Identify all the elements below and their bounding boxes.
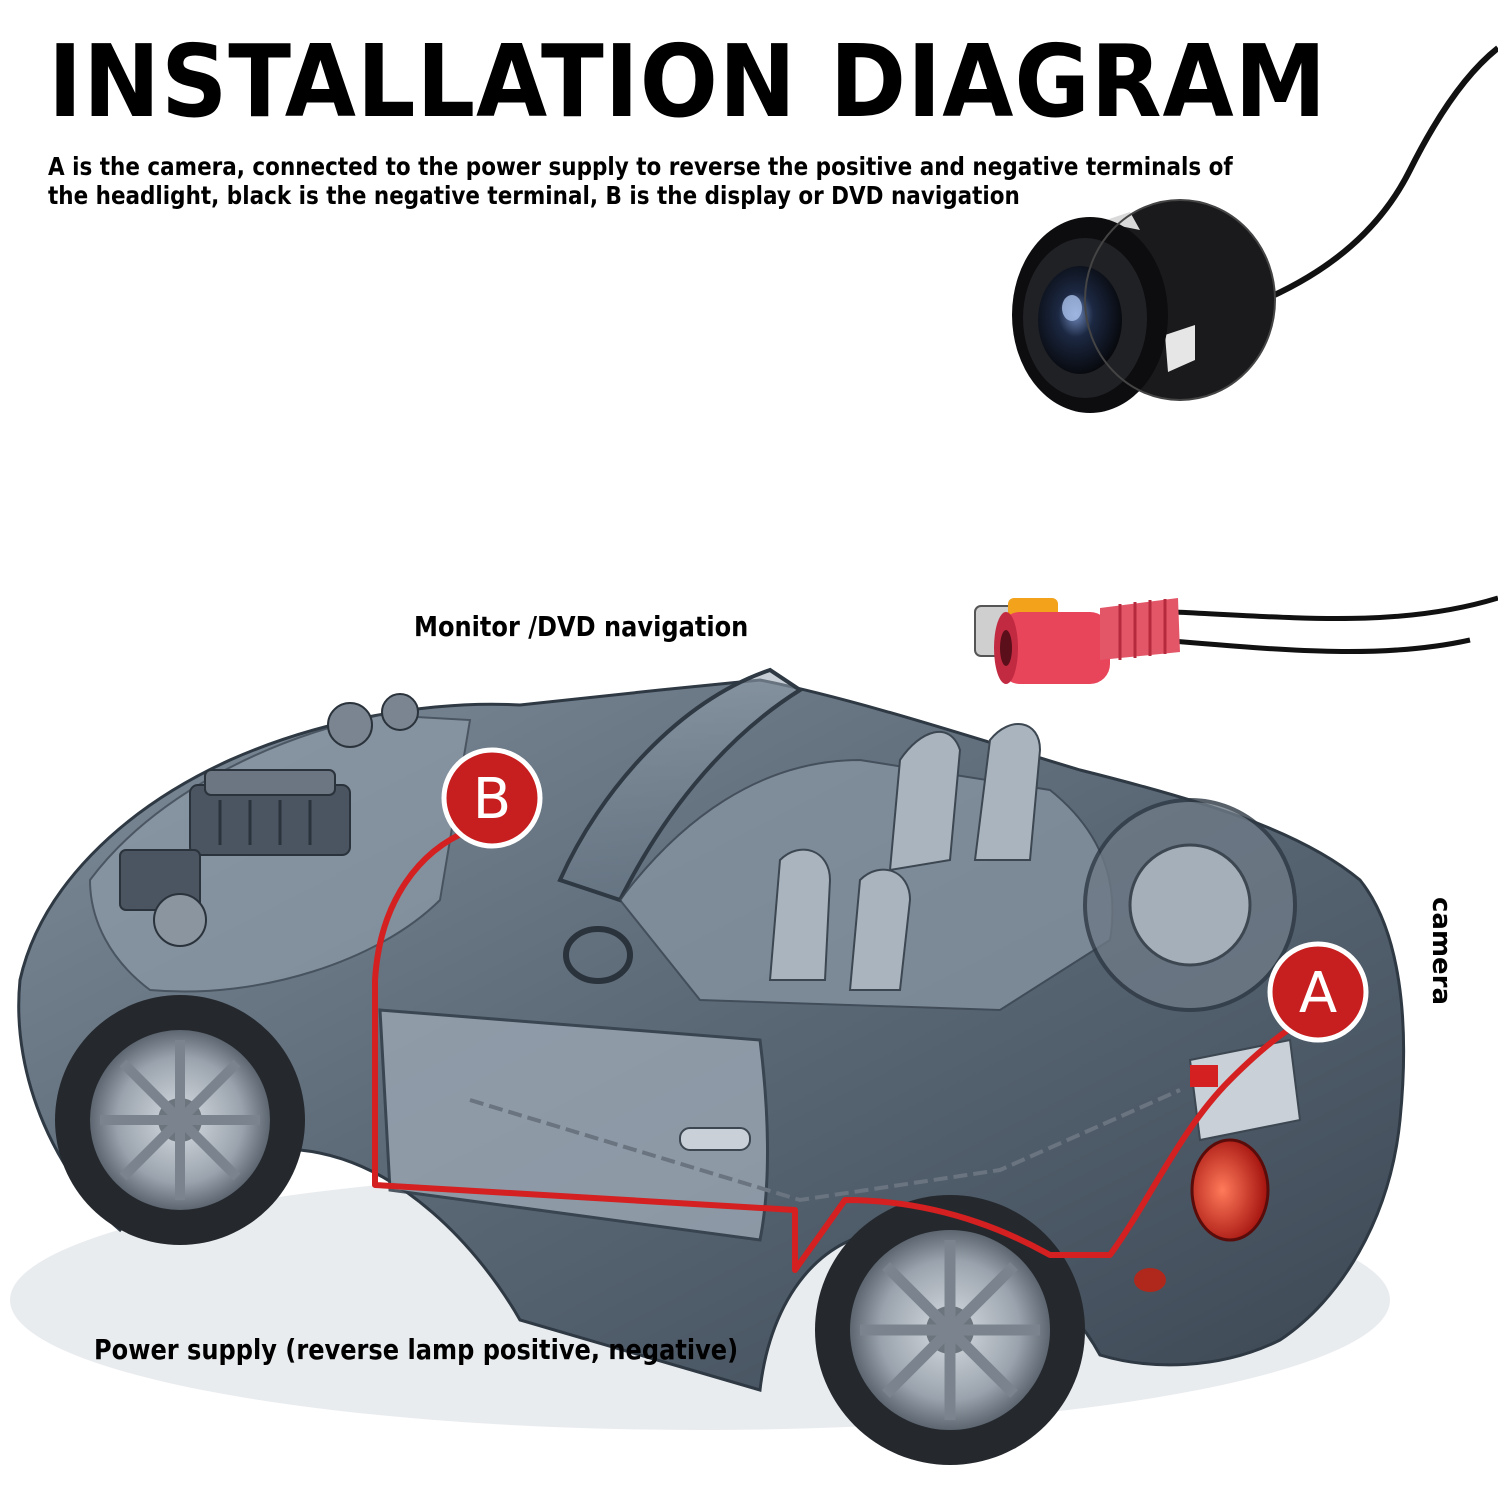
marker-a-label: A (1299, 961, 1337, 1026)
backup-camera-icon (1012, 45, 1498, 413)
convertible-car-cutaway-icon (10, 667, 1406, 1465)
rca-connector-icon (974, 595, 1498, 684)
marker-b-label: B (473, 767, 511, 832)
wire-route (372, 827, 1307, 1273)
description-text: A is the camera, connected to the power … (48, 152, 1233, 210)
power-supply-label: Power supply (reverse lamp positive, neg… (94, 1333, 739, 1366)
monitor-label: Monitor /DVD navigation (414, 610, 749, 643)
marker-a: A (1267, 941, 1369, 1043)
camera-label: camera (1426, 897, 1456, 1006)
marker-b: B (441, 747, 543, 849)
page-title: INSTALLATION DIAGRAM (48, 23, 1328, 140)
